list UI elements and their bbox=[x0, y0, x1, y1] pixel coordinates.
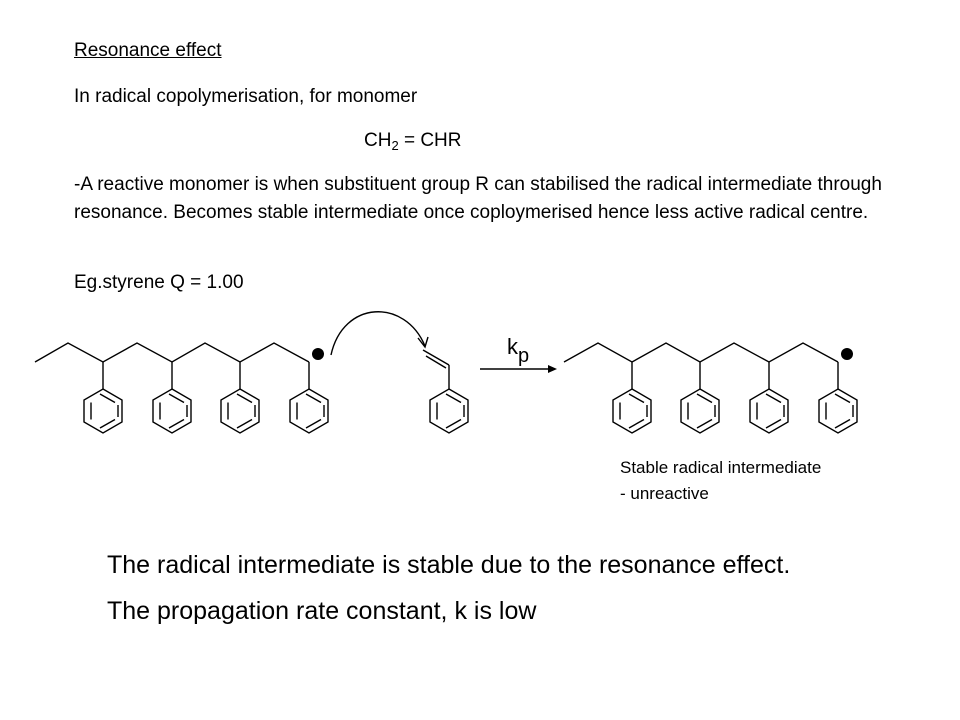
phenyl-ring bbox=[152, 388, 192, 434]
phenyl-ring bbox=[612, 388, 652, 434]
phenyl-ring bbox=[818, 388, 858, 434]
radical-dot bbox=[841, 348, 853, 360]
phenyl-ring bbox=[749, 388, 789, 434]
product-note-line2: - unreactive bbox=[620, 484, 709, 503]
styrene-monomer bbox=[422, 349, 469, 434]
intro-text: In radical copolymerisation, for monomer bbox=[74, 86, 418, 107]
section-heading: Resonance effect bbox=[74, 40, 222, 61]
phenyl-ring bbox=[83, 388, 123, 434]
phenyl-ring bbox=[680, 388, 720, 434]
radical-dot bbox=[312, 348, 324, 360]
rate-subscript: p bbox=[518, 345, 530, 367]
formula-subscript: 2 bbox=[391, 138, 399, 153]
conclusion-line1: The radical intermediate is stable due t… bbox=[107, 551, 791, 579]
product-note-line1: Stable radical intermediate bbox=[620, 458, 822, 477]
formula-ch: CH bbox=[364, 130, 392, 151]
explanation-paragraph: -A reactive monomer is when substituent … bbox=[74, 174, 882, 223]
rate-k: k bbox=[507, 334, 518, 359]
formula-rest: = CHR bbox=[398, 130, 462, 151]
phenyl-ring bbox=[220, 388, 260, 434]
phenyl-ring bbox=[429, 388, 469, 434]
rate-constant-label: kp bbox=[507, 334, 529, 366]
curved-arrow bbox=[330, 311, 429, 356]
phenyl-ring bbox=[289, 388, 329, 434]
example-text: Eg.styrene Q = 1.00 bbox=[74, 272, 244, 293]
monomer-formula: CH2 = CHR bbox=[364, 130, 462, 153]
conclusion-line2: The propagation rate constant, k is low bbox=[107, 597, 537, 625]
reaction-arrow bbox=[480, 365, 557, 373]
right-polymer-chain bbox=[563, 342, 858, 434]
left-polymer-chain bbox=[34, 342, 329, 434]
